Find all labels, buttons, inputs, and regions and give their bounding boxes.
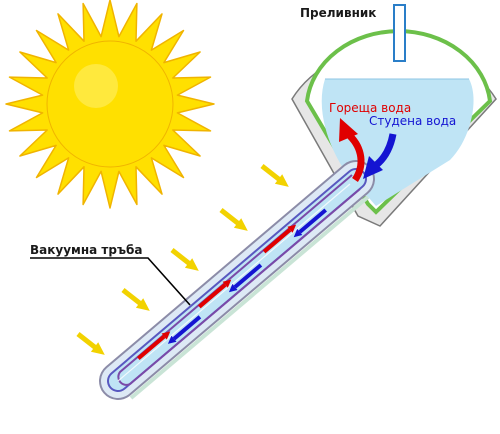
sunlight-arrow-icon xyxy=(76,332,105,355)
sunlight-arrow-icon xyxy=(121,288,150,311)
hot-flow-arrow-icon xyxy=(198,279,232,309)
hot-flow-arrow-icon xyxy=(262,224,297,254)
cold-water-label: Студена вода xyxy=(369,114,456,128)
cold-flow-arrow-icon xyxy=(293,208,327,238)
hot-flow-arrow-icon xyxy=(137,331,171,361)
vacuum-tube-label: Вакуумна тръба xyxy=(30,243,142,257)
sunlight-arrow-icon xyxy=(260,164,289,187)
cold-flow-arrow-icon xyxy=(228,263,263,293)
sunlight-arrow-icon xyxy=(219,208,248,231)
overflow-label: Преливник xyxy=(300,6,376,20)
overflow-pipe xyxy=(393,4,406,62)
hot-water-arrow xyxy=(339,118,365,182)
sunlight-arrow-icon xyxy=(170,248,199,271)
vacuum-tube-leader-line xyxy=(30,257,191,306)
cold-water-arrow xyxy=(363,133,397,179)
vacuum-tube xyxy=(99,160,375,400)
sunlight-arrows xyxy=(76,164,289,355)
cold-flow-arrow-icon xyxy=(167,315,202,344)
sun-icon xyxy=(5,0,215,209)
hot-water-label: Гореща вода xyxy=(329,101,411,115)
flow-arrows xyxy=(137,208,327,361)
